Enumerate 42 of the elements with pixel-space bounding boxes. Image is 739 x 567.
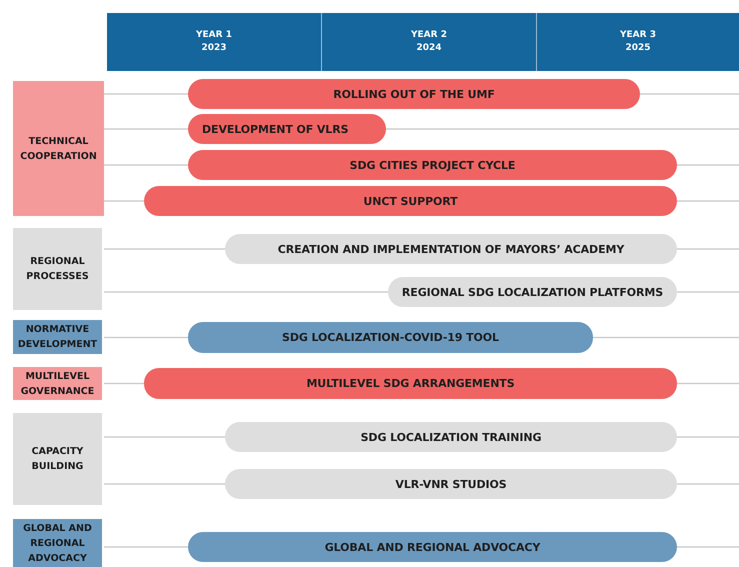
year-header-cell bbox=[107, 13, 321, 71]
bar-label: UNCT SUPPORT bbox=[363, 194, 458, 208]
bar-label: MULTILEVEL SDG ARRANGEMENTS bbox=[306, 377, 515, 390]
timeline-bar bbox=[225, 422, 677, 452]
bar-label: ROLLING OUT OF THE UMF bbox=[333, 88, 495, 100]
year-label: 2025 bbox=[625, 42, 651, 55]
timeline-bar bbox=[144, 186, 677, 216]
bar-label: SDG CITIES PROJECT CYCLE bbox=[350, 158, 516, 172]
year-label: YEAR 1 bbox=[196, 29, 232, 42]
category-box bbox=[13, 367, 102, 400]
bar-label: CREATION AND IMPLEMENTATION OF MAYORS’ ACADEMY bbox=[278, 242, 624, 256]
year-header-cell bbox=[536, 13, 739, 71]
bar-label: REGIONAL SDG LOCALIZATION PLATFORMS bbox=[402, 286, 664, 298]
category-label: NORMATIVE DEVELOPMENT bbox=[16, 323, 98, 352]
timeline-bar bbox=[188, 532, 677, 562]
bar-label: SDG LOCALIZATION TRAINING bbox=[360, 430, 542, 444]
category-label: GLOBAL AND REGIONAL ADVOCACY bbox=[22, 522, 93, 566]
year-label: 2024 bbox=[416, 42, 442, 55]
category-box bbox=[13, 81, 104, 216]
timeline-bar bbox=[188, 150, 677, 180]
category-label: MULTILEVEL GOVERNANCE bbox=[20, 370, 96, 398]
year-header-cell bbox=[321, 13, 536, 71]
bar-label: DEVELOPMENT OF VLRS bbox=[202, 122, 348, 136]
timeline-bar bbox=[188, 114, 386, 144]
year-label: 2023 bbox=[201, 42, 227, 55]
bar-label: VLR-VNR STUDIOS bbox=[395, 478, 507, 490]
bar-label: SDG LOCALIZATION-COVID-19 TOOL bbox=[282, 331, 499, 344]
timeline-bar bbox=[188, 322, 593, 353]
timeline-bar bbox=[188, 79, 640, 109]
timeline-bar bbox=[144, 368, 677, 399]
category-box bbox=[13, 413, 102, 505]
category-box bbox=[13, 519, 102, 567]
category-label: TECHNICAL COOPERATION bbox=[19, 134, 98, 164]
timeline-bar bbox=[225, 469, 677, 499]
bar-label: GLOBAL AND REGIONAL ADVOCACY bbox=[324, 540, 540, 554]
timeline-bar bbox=[225, 234, 677, 264]
timeline-bar bbox=[388, 277, 677, 307]
year-label: YEAR 3 bbox=[620, 29, 656, 42]
category-box bbox=[13, 228, 102, 310]
year-label: YEAR 2 bbox=[411, 29, 447, 42]
category-label: CAPACITY BUILDING bbox=[30, 445, 84, 474]
category-label: REGIONAL PROCESSES bbox=[25, 255, 90, 284]
